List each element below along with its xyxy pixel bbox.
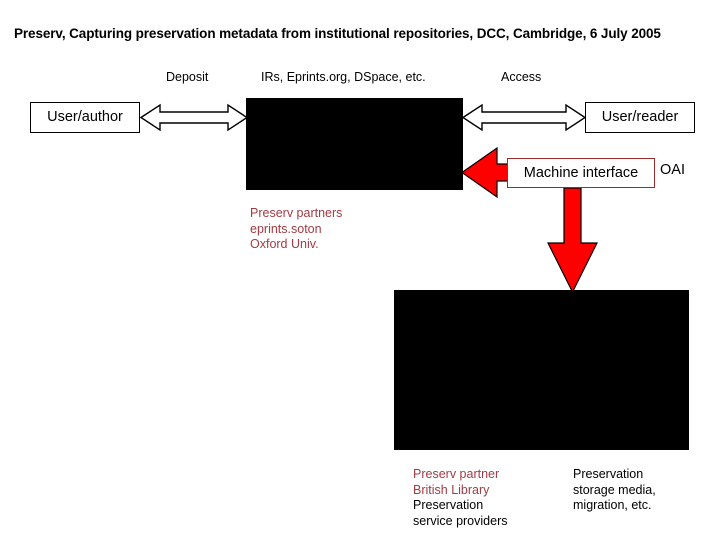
annotation-preserv-partners: Preserv partners eprints.soton Oxford Un… bbox=[250, 206, 342, 253]
annotation-preserv-partners-line-1: Preserv partners bbox=[250, 206, 343, 220]
access-double-arrow bbox=[461, 103, 587, 132]
annotation-british-library: Preserv partner British Library Preserva… bbox=[413, 467, 507, 529]
caption-repositories: IRs, Eprints.org, DSpace, etc. bbox=[261, 70, 426, 84]
preservation-storage-block bbox=[394, 290, 689, 450]
deposit-double-arrow bbox=[139, 103, 249, 132]
repository-block bbox=[246, 98, 463, 190]
annotation-preserv-partners-line-2: eprints.soton bbox=[250, 221, 322, 236]
annotation-british-library-line-3: Preservation bbox=[413, 498, 484, 512]
page-title: Preserv, Capturing preservation metadata… bbox=[14, 26, 661, 41]
node-user-reader[interactable]: User/reader bbox=[585, 102, 695, 133]
annotation-storage-media-line-2: storage media, bbox=[573, 482, 656, 497]
caption-deposit: Deposit bbox=[166, 70, 209, 84]
caption-access: Access bbox=[501, 70, 542, 84]
node-machine-interface[interactable]: Machine interface bbox=[507, 158, 655, 188]
machine-interface-left-arrow bbox=[460, 146, 509, 199]
annotation-storage-media: Preservation storage media, migration, e… bbox=[573, 467, 656, 514]
annotation-british-library-line-1: Preserv partner bbox=[413, 467, 500, 481]
node-user-author[interactable]: User/author bbox=[30, 102, 140, 133]
annotation-british-library-line-2: British Library bbox=[413, 482, 490, 497]
annotation-storage-media-line-3: migration, etc. bbox=[573, 498, 652, 512]
annotation-british-library-line-4: service providers bbox=[413, 513, 508, 528]
annotation-storage-media-line-1: Preservation bbox=[573, 467, 644, 481]
label-oai: OAI bbox=[660, 162, 685, 178]
annotation-preserv-partners-line-3: Oxford Univ. bbox=[250, 237, 319, 251]
storage-down-arrow bbox=[547, 187, 598, 294]
